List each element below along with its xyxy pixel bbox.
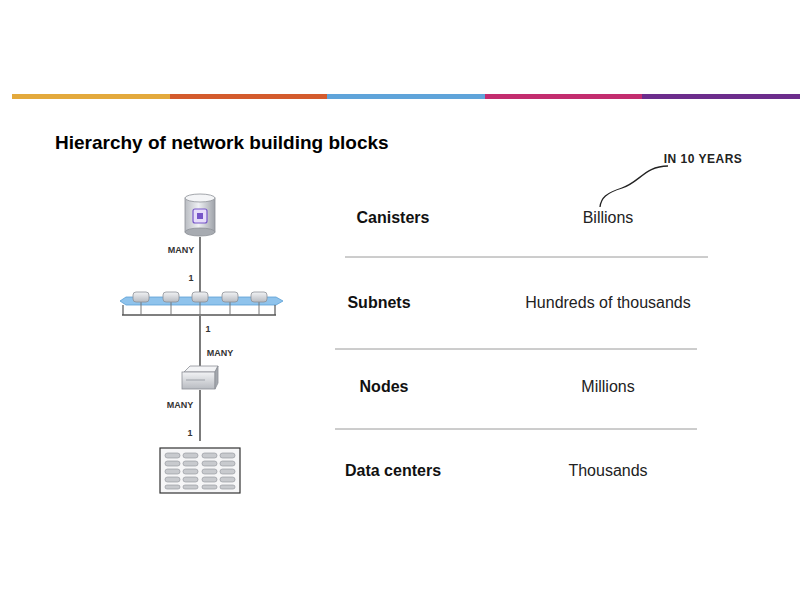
subnet-bus: [200, 302, 201, 315]
node-icon: [163, 292, 179, 302]
rack-server: [202, 453, 217, 458]
datacenter-icon: [160, 448, 240, 493]
rack-server: [165, 477, 180, 482]
canister-icon: [185, 228, 215, 236]
subnet-bus: [122, 314, 276, 316]
table-cell: Hundreds of thousands: [525, 294, 690, 312]
subnet-bus: [141, 302, 142, 315]
multiplicity-label: MANY: [167, 401, 194, 411]
server-icon: [186, 380, 205, 381]
table-cell: Subnets: [347, 294, 410, 312]
node-icon: [222, 292, 238, 302]
color-band: [12, 94, 170, 99]
rack-server: [202, 461, 217, 466]
subnet-bus: [122, 305, 123, 315]
subnet-bus: [259, 302, 260, 315]
row-separator: [335, 429, 697, 430]
color-band: [642, 94, 800, 99]
rack-server: [202, 477, 217, 482]
rack-server: [220, 485, 235, 489]
multiplicity-label: MANY: [207, 349, 234, 359]
color-band: [327, 94, 485, 99]
color-band: [170, 94, 327, 99]
multiplicity-label: 1: [187, 429, 192, 439]
rack-server: [165, 453, 180, 458]
rack-server: [220, 477, 235, 482]
row-separator: [335, 349, 697, 350]
relation-line: [199, 316, 200, 368]
rack-server: [165, 461, 180, 466]
multiplicity-label: MANY: [168, 246, 195, 256]
canister-icon: [185, 198, 215, 232]
node-icon: [192, 292, 208, 302]
rack-server: [220, 453, 235, 458]
subnet-bus: [230, 302, 231, 315]
datacenter-servers: [165, 453, 235, 489]
rack-server: [220, 461, 235, 466]
rack-server: [183, 477, 198, 482]
callout-note: IN 10 YEARS: [664, 153, 743, 166]
table-cell: Nodes: [360, 378, 409, 396]
table-cell: Canisters: [357, 209, 430, 227]
server-icon: [184, 366, 218, 372]
table-cell: Billions: [583, 209, 634, 227]
subnet-bus: [274, 305, 275, 315]
diagram-title: Hierarchy of network building blocks: [55, 133, 389, 154]
rack-server: [165, 485, 180, 489]
node-icon: [133, 292, 149, 302]
rack-server: [183, 485, 198, 489]
rack-server: [202, 469, 217, 474]
row-separator: [345, 257, 708, 258]
node-icon: [251, 292, 267, 302]
canister-badge: [193, 209, 207, 223]
rack-server: [165, 469, 180, 474]
table-cell: Data centers: [345, 462, 441, 480]
rack-server: [183, 469, 198, 474]
subnet-bus: [171, 302, 172, 315]
rack-server: [183, 461, 198, 466]
table-cell: Thousands: [568, 462, 647, 480]
multiplicity-label: 1: [188, 274, 193, 284]
leader-line: [600, 166, 668, 207]
server-icon: [182, 372, 215, 389]
color-band: [485, 94, 642, 99]
canister-badge: [197, 213, 203, 219]
relation-line: [199, 237, 200, 293]
multiplicity-label: 1: [205, 325, 210, 335]
table-cell: Millions: [581, 378, 634, 396]
relation-line: [199, 390, 200, 441]
rack-server: [183, 453, 198, 458]
canister-icon: [185, 194, 215, 202]
rack-server: [202, 485, 217, 489]
rack-server: [220, 469, 235, 474]
server-icon: [215, 366, 218, 389]
